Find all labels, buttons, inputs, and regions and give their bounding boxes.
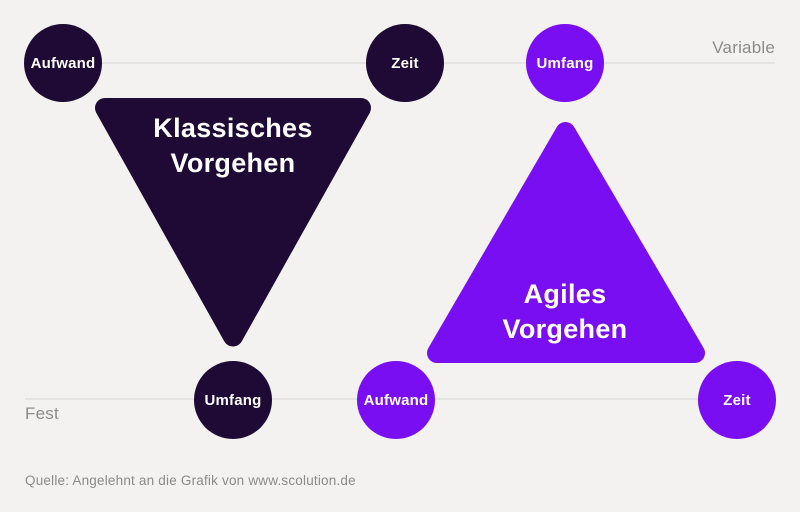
variable-axis-label: Variable [712, 38, 775, 57]
classic-zeit-node: Zeit [366, 24, 444, 102]
agile-aufwand-label: Aufwand [363, 391, 429, 409]
fest-axis-label: Fest [25, 404, 59, 423]
classic-umfang-node: Umfang [194, 361, 272, 439]
agile-zeit-node: Zeit [698, 361, 776, 439]
agile-umfang-label: Umfang [536, 54, 594, 72]
classic-aufwand-label: Aufwand [30, 54, 96, 72]
agile-aufwand-node: Aufwand [357, 361, 435, 439]
agile-triangle-title: Agiles Vorgehen [502, 279, 628, 344]
classic-umfang-label: Umfang [204, 391, 262, 409]
agile-zeit-label: Zeit [723, 391, 751, 409]
source-attribution: Quelle: Angelehnt an die Grafik von www.… [25, 473, 356, 488]
classic-zeit-label: Zeit [391, 54, 419, 72]
agile-triangle-shape [427, 122, 705, 363]
classic-triangle-title: Klassisches Vorgehen [153, 113, 313, 178]
classic-aufwand-node: Aufwand [24, 24, 102, 102]
classic-triangle-shape [95, 98, 371, 347]
agile-umfang-node: Umfang [526, 24, 604, 102]
